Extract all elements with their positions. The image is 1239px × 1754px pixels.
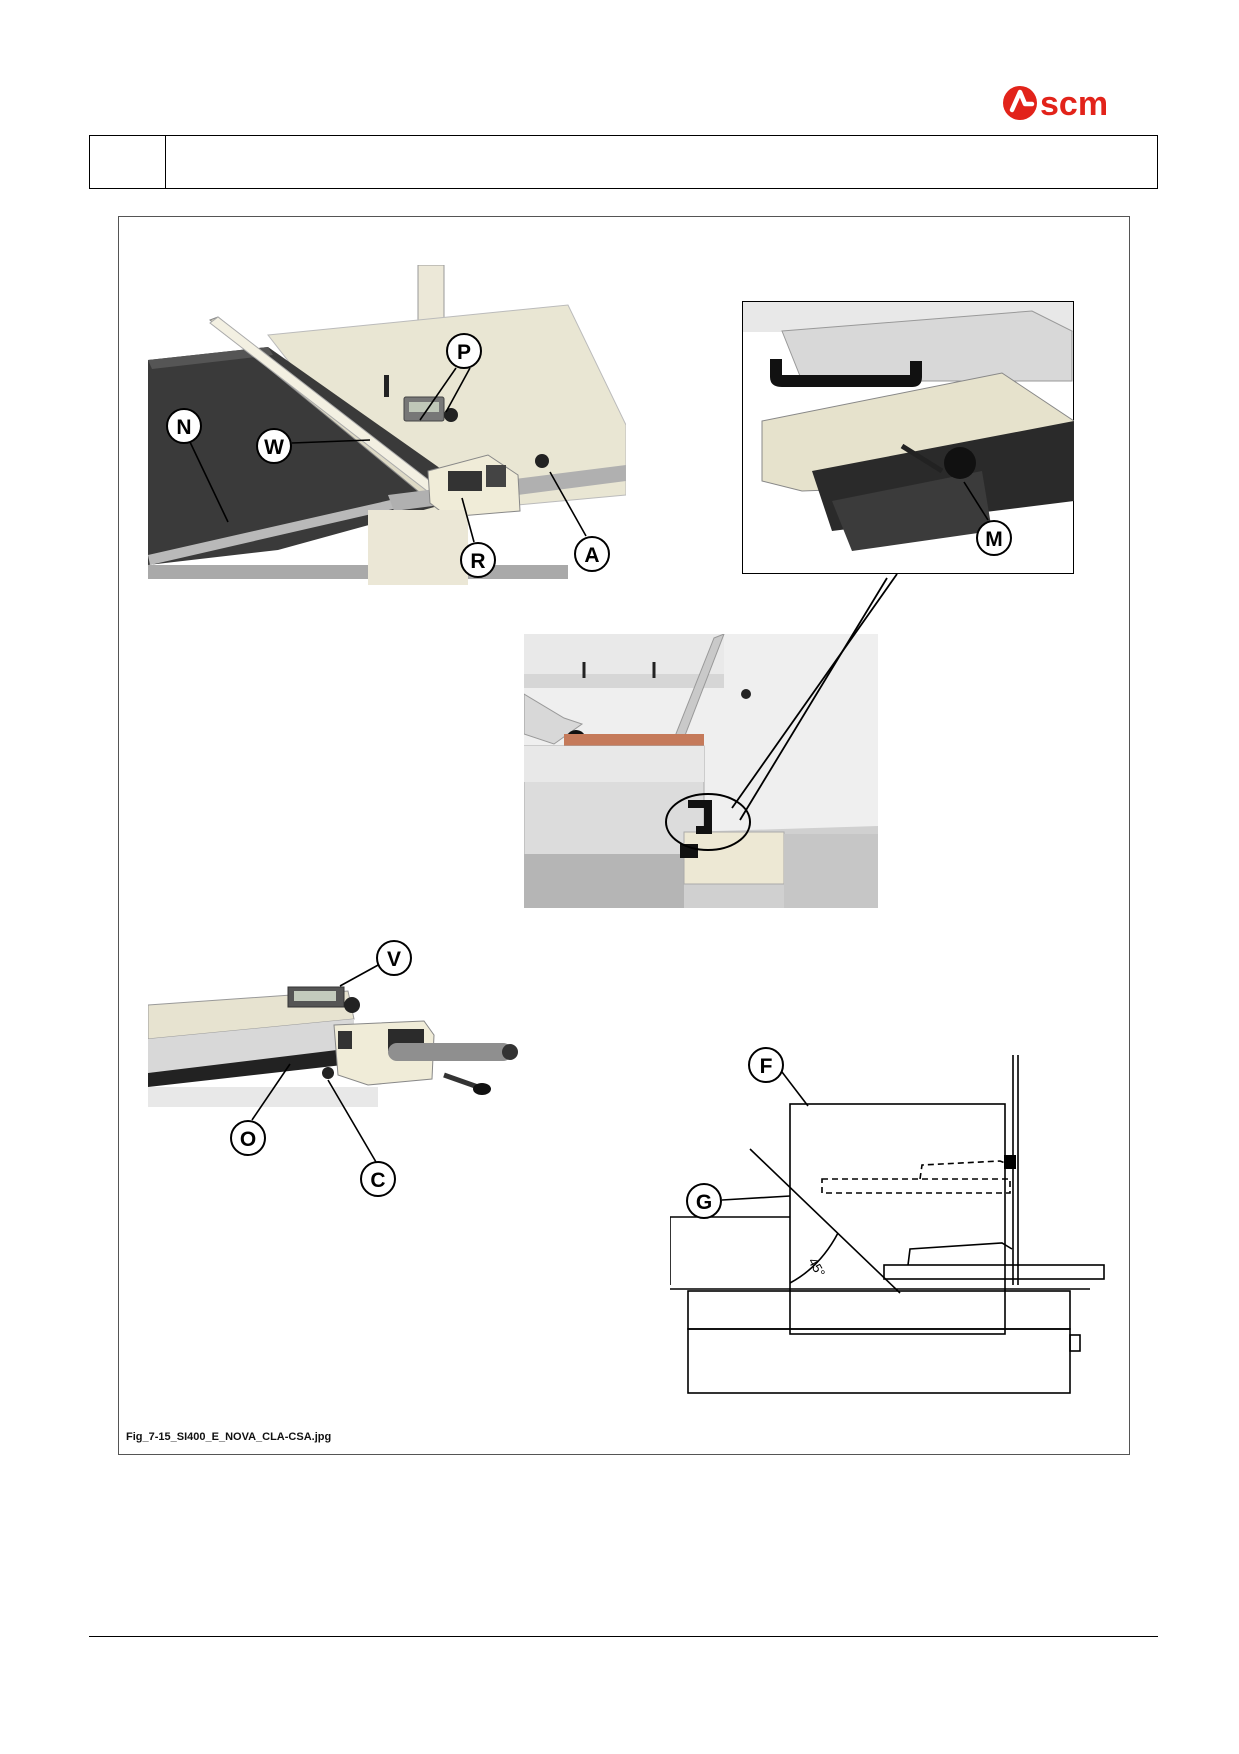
scm-logo-mark-icon: [1003, 86, 1037, 120]
callout-o-label: O: [240, 1128, 256, 1151]
callout-r: [460, 542, 496, 578]
callout-a: [574, 536, 610, 572]
callout-o: [230, 1120, 266, 1156]
callout-p: [446, 333, 482, 369]
callout-m-label: M: [985, 528, 1003, 551]
figure-caption: Fig_7-15_SI400_E_NOVA_CLA-CSA.jpg: [126, 1431, 332, 1443]
callout-m: [976, 520, 1012, 556]
callout-a-label: A: [584, 544, 599, 567]
callout-f: [748, 1047, 784, 1083]
callout-g: [686, 1183, 722, 1219]
callout-n-label: N: [176, 416, 191, 439]
section-number-cell: [90, 136, 166, 188]
photo-fence-rail: [148, 975, 518, 1107]
photo-clamp-closeup: [742, 301, 1074, 574]
drawing-fence-angle: 45°: [670, 1055, 1110, 1400]
callout-v: [376, 940, 412, 976]
callout-p-label: P: [457, 341, 471, 364]
callout-c-label: C: [370, 1169, 385, 1192]
callout-f-label: F: [760, 1055, 773, 1078]
photo-fence-table: [148, 265, 626, 585]
callout-c: [360, 1161, 396, 1197]
callout-g-label: G: [696, 1191, 712, 1214]
callout-w-label: W: [264, 436, 284, 459]
callout-n: [166, 408, 202, 444]
callout-v-label: V: [387, 948, 401, 971]
scm-logo-text: scm: [1040, 85, 1108, 123]
footer-rule: [89, 1636, 1158, 1637]
callout-w: [256, 428, 292, 464]
figure-frame: [118, 216, 1130, 1455]
callout-r-label: R: [470, 550, 485, 573]
section-header: [89, 135, 1158, 189]
magnifier-circle: [665, 793, 751, 851]
scm-logo: scm: [1003, 85, 1108, 123]
